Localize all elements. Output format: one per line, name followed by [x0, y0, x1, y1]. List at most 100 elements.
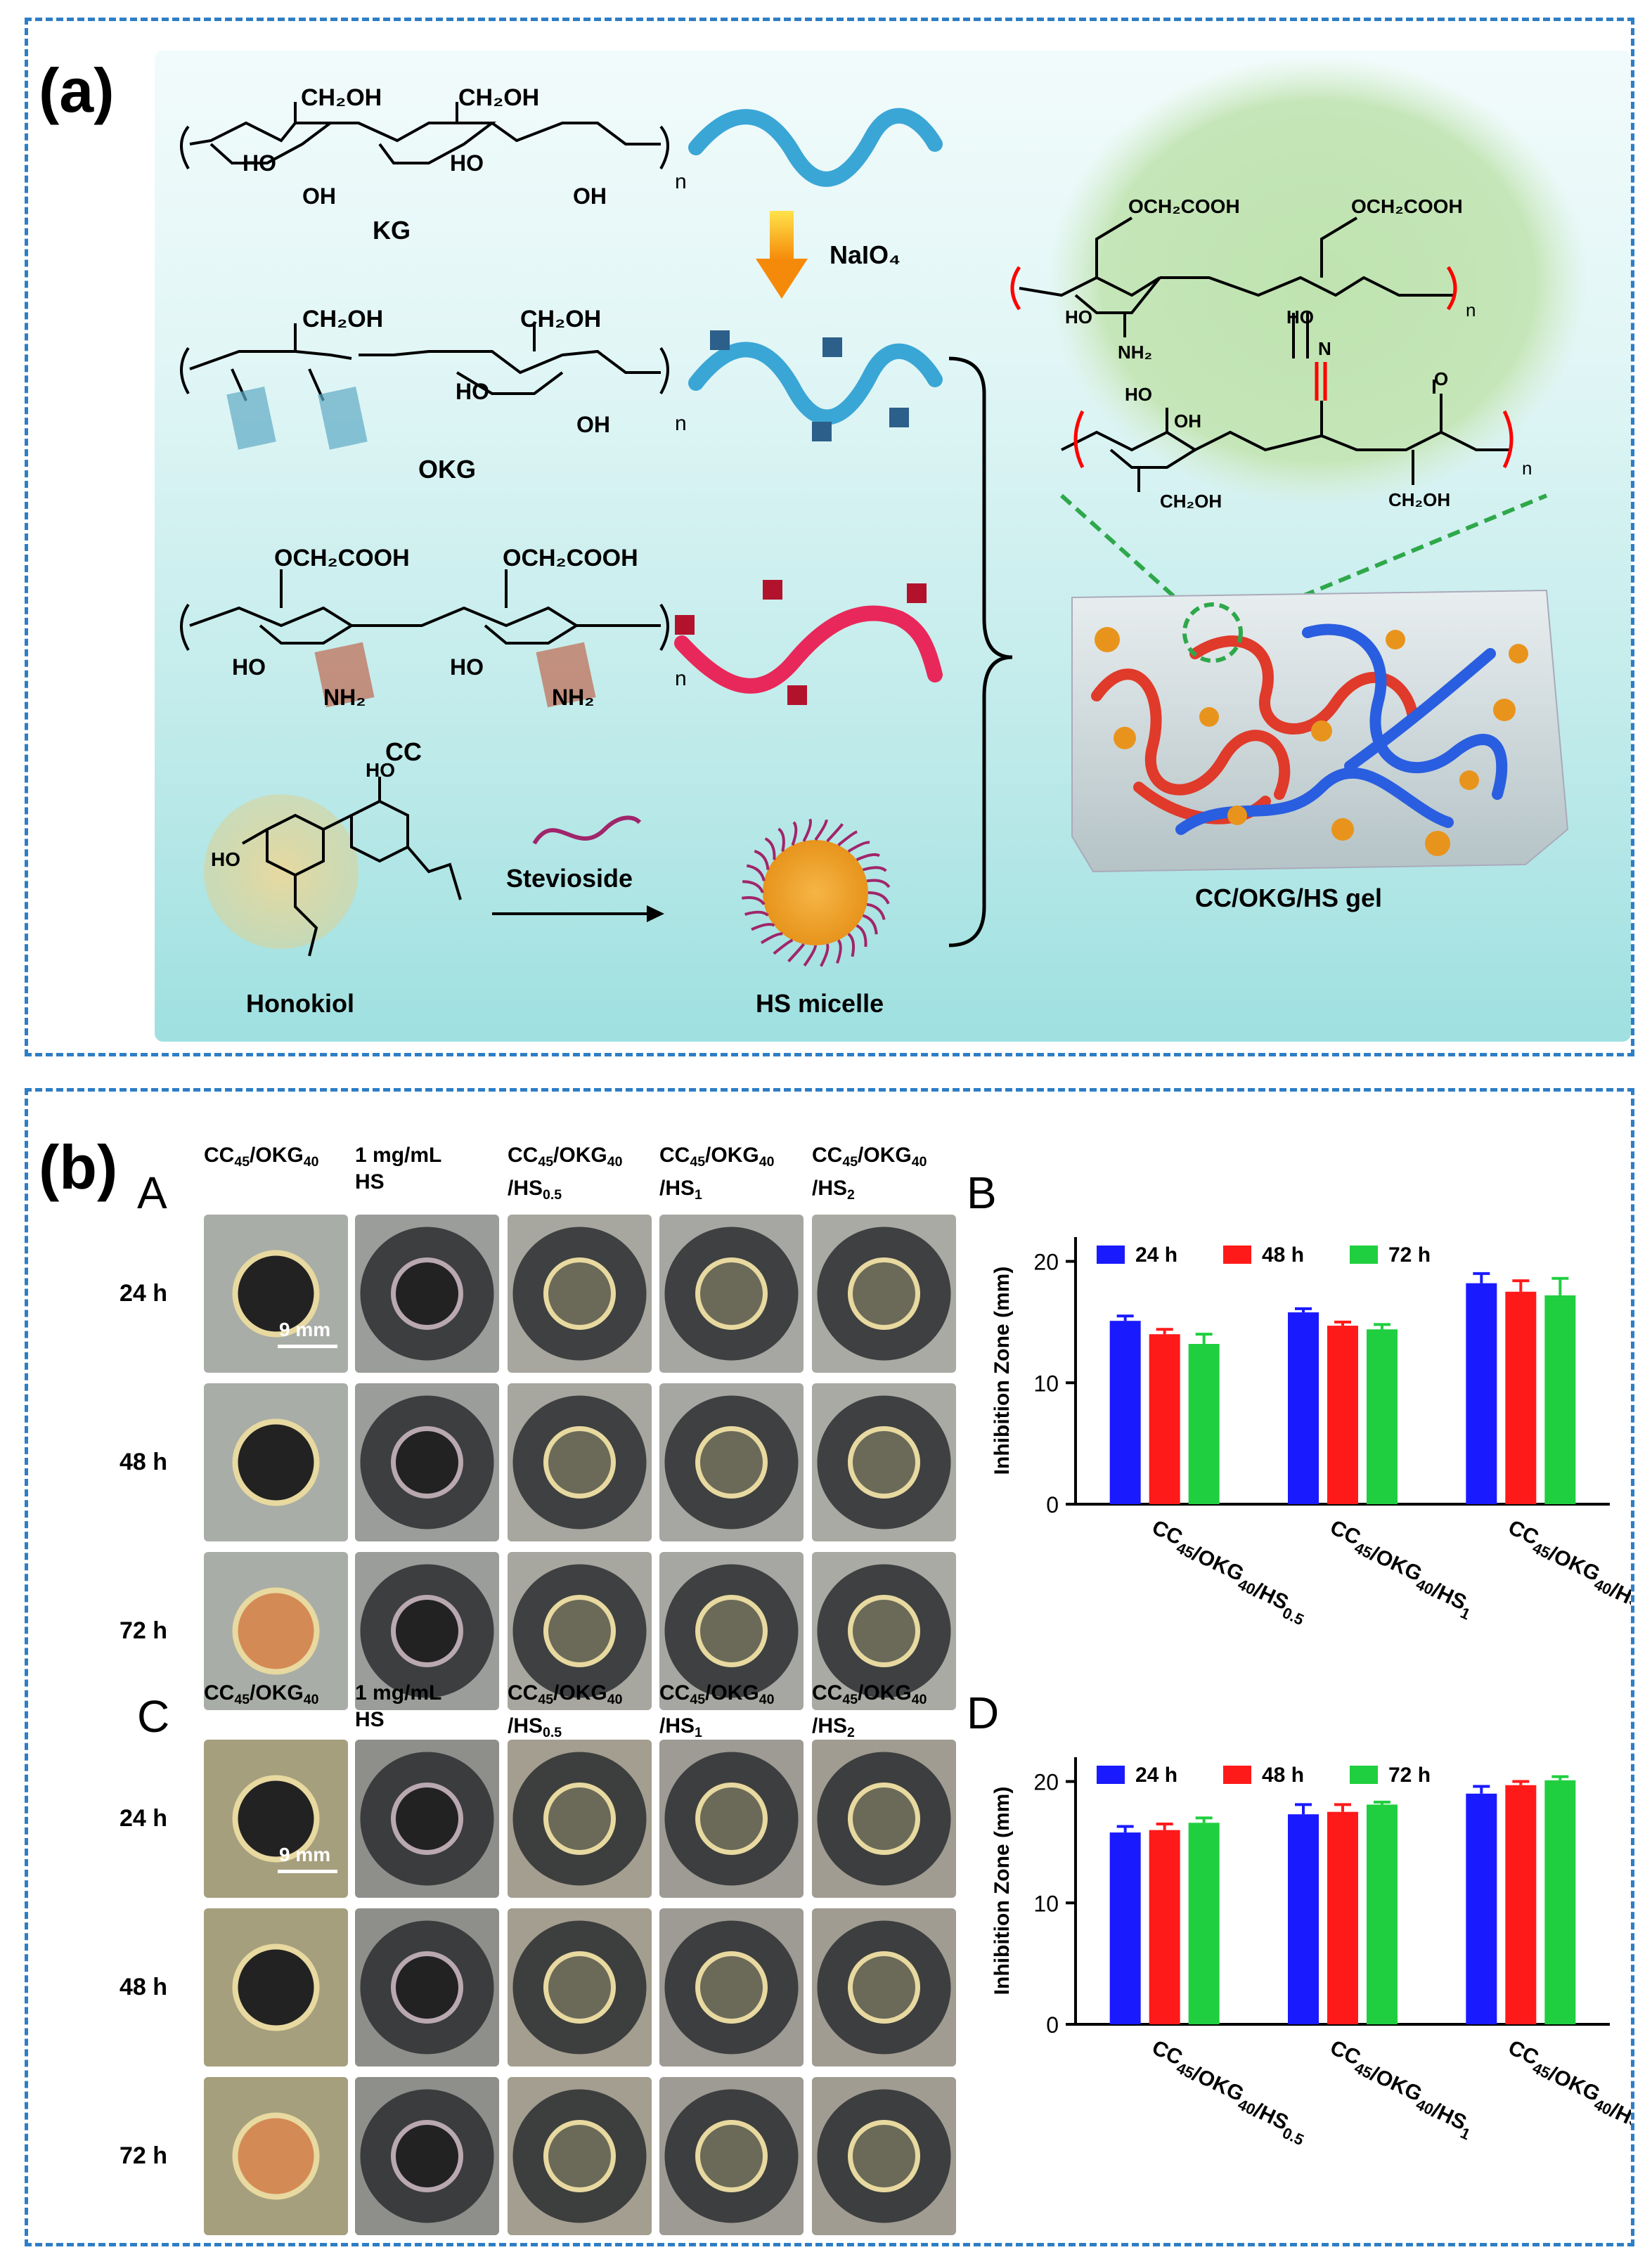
cc-nh2-2: NH₂	[552, 685, 594, 710]
zoom-line-left	[1059, 493, 1201, 621]
cc-sub-1: OCH₂COOH	[274, 545, 410, 571]
stevioside-label: Stevioside	[506, 864, 633, 893]
inhibition-photo	[204, 1552, 348, 1710]
kg-ch2oh-1: CH₂OH	[301, 84, 382, 111]
inhibition-photo	[355, 1552, 499, 1710]
kg-oh-2: OH	[573, 183, 607, 209]
category-label: CC45/OKG40/HS0.5	[1140, 1515, 1317, 1629]
kg-chain	[688, 108, 943, 187]
bar	[1544, 1780, 1576, 2024]
y-tick-label: 20	[1033, 1250, 1059, 1275]
gel-ho-2: HO	[1286, 306, 1314, 328]
brace	[948, 356, 1013, 947]
column-header-3: CC45/OKG40/HS1	[659, 1144, 775, 1203]
y-tick-label: 0	[1046, 2012, 1059, 2038]
hs-micelle	[741, 818, 891, 967]
gel-n-1: n	[1466, 299, 1476, 321]
column-header-4: CC45/OKG40/HS2	[812, 1144, 927, 1203]
bar	[1466, 1283, 1497, 1504]
bar	[1367, 1329, 1398, 1504]
panel-a-letter: (a)	[39, 56, 115, 125]
column-header-3: CC45/OKG40/HS1	[659, 1681, 775, 1740]
cc-ho-2: HO	[450, 654, 484, 680]
bar	[1327, 1811, 1358, 2024]
y-tick-label: 0	[1046, 1492, 1059, 1518]
bar	[1109, 1832, 1141, 2024]
panel-b-border	[25, 1088, 1634, 2246]
inhibition-photo	[204, 1383, 348, 1541]
gel-oh-b2: OH	[1174, 410, 1201, 432]
inhibition-photo	[508, 1740, 652, 1898]
subpanel-d-letter: D	[967, 1688, 1000, 1738]
gel-oh-b1: HO	[1125, 384, 1152, 405]
schematic-a: CH₂OH CH₂OH HO OH HO OH n KG NaIO₄ CH₂OH…	[180, 56, 1589, 1018]
kg-oh-1: OH	[302, 183, 336, 209]
bar	[1149, 1830, 1180, 2024]
honokiol-ho-2: HO	[366, 759, 395, 781]
legend-label: 72 h	[1388, 1243, 1431, 1267]
okg-ch2oh-2: CH₂OH	[520, 306, 601, 332]
gel-chem-top	[1019, 216, 1455, 358]
inhibition-photo	[812, 1908, 956, 2066]
okg-ho: HO	[456, 379, 489, 404]
honokiol-structure	[242, 777, 462, 957]
category-label: CC45/OKG40/HS0.5	[1140, 2036, 1317, 2149]
y-axis-label: Inhibition Zone (mm)	[990, 1787, 1014, 1995]
inhibition-photo	[355, 1908, 499, 2066]
okg-oh: OH	[576, 412, 610, 437]
legend-swatch	[1223, 1766, 1251, 1784]
inhibition-photo	[204, 1740, 348, 1898]
legend-label: 48 h	[1262, 1243, 1304, 1267]
cc-molecule	[180, 569, 669, 651]
gel-nh2: NH₂	[1118, 342, 1152, 363]
inhibition-photo	[659, 2077, 804, 2235]
bar	[1544, 1295, 1576, 1504]
okg-chain	[688, 330, 943, 441]
inhibition-photo	[812, 1215, 956, 1373]
bar	[1109, 1321, 1141, 1504]
cc-n: n	[675, 667, 687, 690]
legend-label: 24 h	[1135, 1243, 1177, 1267]
inhibition-photo	[355, 1215, 499, 1373]
bar	[1288, 1312, 1319, 1504]
gel-label: CC/OKG/HS gel	[1195, 884, 1382, 912]
inhibition-photo	[204, 1215, 348, 1373]
y-tick-label: 10	[1033, 1371, 1059, 1396]
y-axis-label: Inhibition Zone (mm)	[990, 1267, 1014, 1475]
kg-ch2oh-2: CH₂OH	[458, 84, 539, 111]
bar	[1188, 1823, 1220, 2024]
inhibition-photo	[812, 2077, 956, 2235]
scale-bar	[278, 1870, 337, 1873]
honokiol-ho-1: HO	[211, 848, 240, 870]
category-label: CC45/OKG40/HS2	[1497, 1515, 1631, 1623]
cc-nh2-1: NH₂	[323, 685, 366, 710]
panel-a-border	[25, 18, 1634, 1056]
hs-micelle-label: HS micelle	[756, 989, 884, 1018]
bar	[1149, 1334, 1180, 1504]
cc-label: CC	[385, 737, 422, 766]
legend-label: 72 h	[1388, 1764, 1431, 1787]
kg-n: n	[675, 170, 687, 193]
scale-bar-label: 9 mm	[279, 1844, 331, 1865]
stevioside-strand	[532, 815, 642, 845]
inhibition-photo	[355, 2077, 499, 2235]
inhibition-photo	[659, 1215, 804, 1373]
y-tick-label: 20	[1033, 1770, 1059, 1795]
bar	[1288, 1814, 1319, 2024]
legend-swatch	[1350, 1246, 1378, 1264]
subpanel-b-letter: B	[967, 1167, 997, 1218]
naio4-arrow	[756, 211, 808, 299]
gel-n-2: n	[1522, 458, 1532, 479]
row-label-2: 72 h	[120, 1617, 168, 1644]
bar	[1188, 1344, 1220, 1504]
inhibition-photo	[659, 1552, 804, 1710]
kg-ho-2: HO	[450, 150, 484, 176]
category-label: CC45/OKG40/HS1	[1318, 2036, 1483, 2143]
column-header-0: CC45/OKG40	[204, 1681, 319, 1707]
inhibition-photo	[812, 1740, 956, 1898]
okg-n: n	[675, 412, 687, 435]
naio4-label: NaIO₄	[830, 240, 901, 269]
